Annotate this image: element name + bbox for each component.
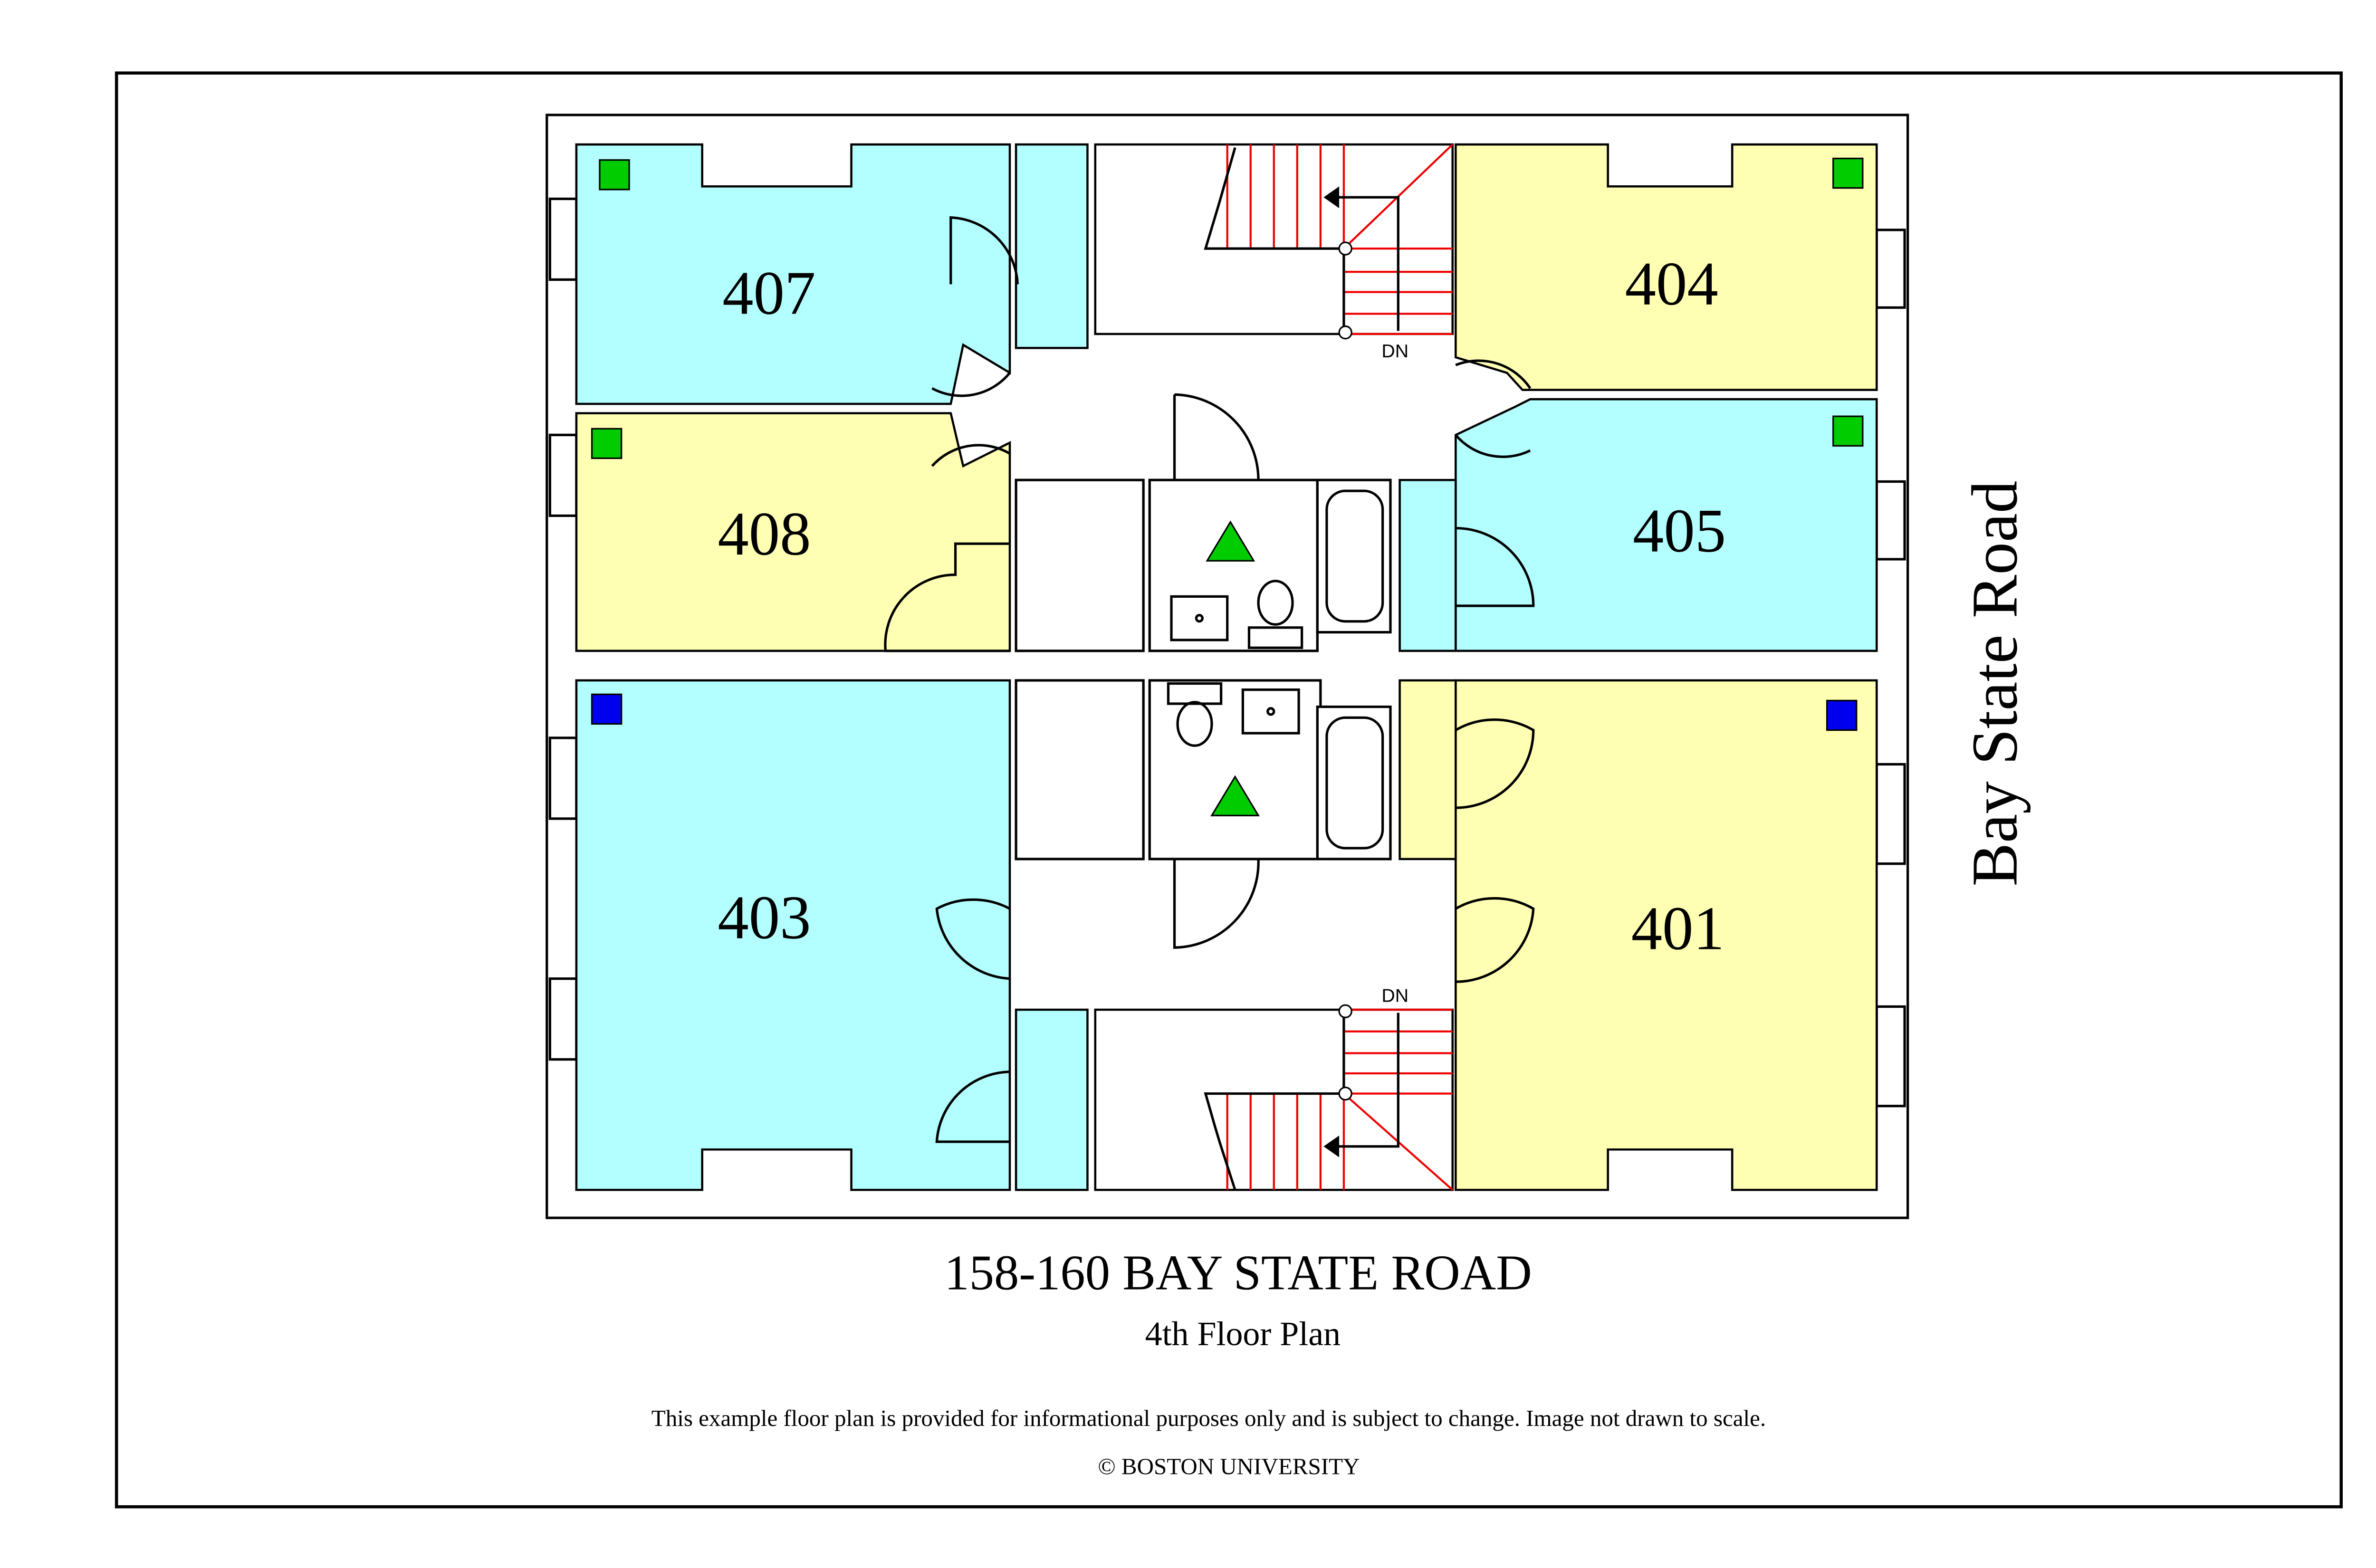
room-markers	[591, 157, 1864, 816]
closet-401	[1399, 679, 1457, 860]
room-404[interactable]	[1454, 143, 1878, 391]
green-triangle-marker	[1206, 520, 1255, 562]
room-408[interactable]	[575, 412, 1011, 652]
room-label-404: 404	[1625, 249, 1718, 318]
room-label-403: 403	[718, 883, 811, 952]
room-label-405: 405	[1633, 497, 1726, 565]
blue-marker	[1826, 699, 1858, 731]
plan-subtitle: 4th Floor Plan	[1145, 1315, 1341, 1353]
stair-top: DN	[1094, 143, 1454, 362]
green-marker	[591, 428, 623, 459]
room-407[interactable]	[575, 143, 1011, 405]
room-401[interactable]	[1454, 679, 1878, 1191]
stair-dn-label: DN	[1381, 985, 1408, 1006]
bath-closets	[884, 216, 1535, 1143]
stair-dn-label: DN	[1381, 341, 1408, 362]
closet-403	[1015, 1008, 1089, 1191]
copyright: © BOSTON UNIVERSITY	[1098, 1453, 1360, 1480]
green-marker	[1832, 415, 1864, 447]
closet-407	[1015, 143, 1089, 349]
room-403[interactable]	[575, 679, 1011, 1191]
green-triangle-marker	[1210, 775, 1260, 816]
room-label-407: 407	[722, 258, 815, 327]
stair-bottom: DN	[1094, 985, 1454, 1191]
street-label: Bay State Road	[1958, 480, 2031, 886]
green-marker	[1832, 157, 1864, 189]
blue-marker	[591, 693, 623, 725]
green-marker	[599, 159, 630, 191]
room-label-401: 401	[1631, 894, 1725, 963]
closet-405	[1399, 478, 1457, 652]
page-border	[115, 71, 2343, 1509]
plan-title: 158-160 BAY STATE ROAD	[944, 1245, 1532, 1300]
disclaimer: This example floor plan is provided for …	[651, 1405, 1766, 1431]
room-label-408: 408	[718, 499, 811, 568]
